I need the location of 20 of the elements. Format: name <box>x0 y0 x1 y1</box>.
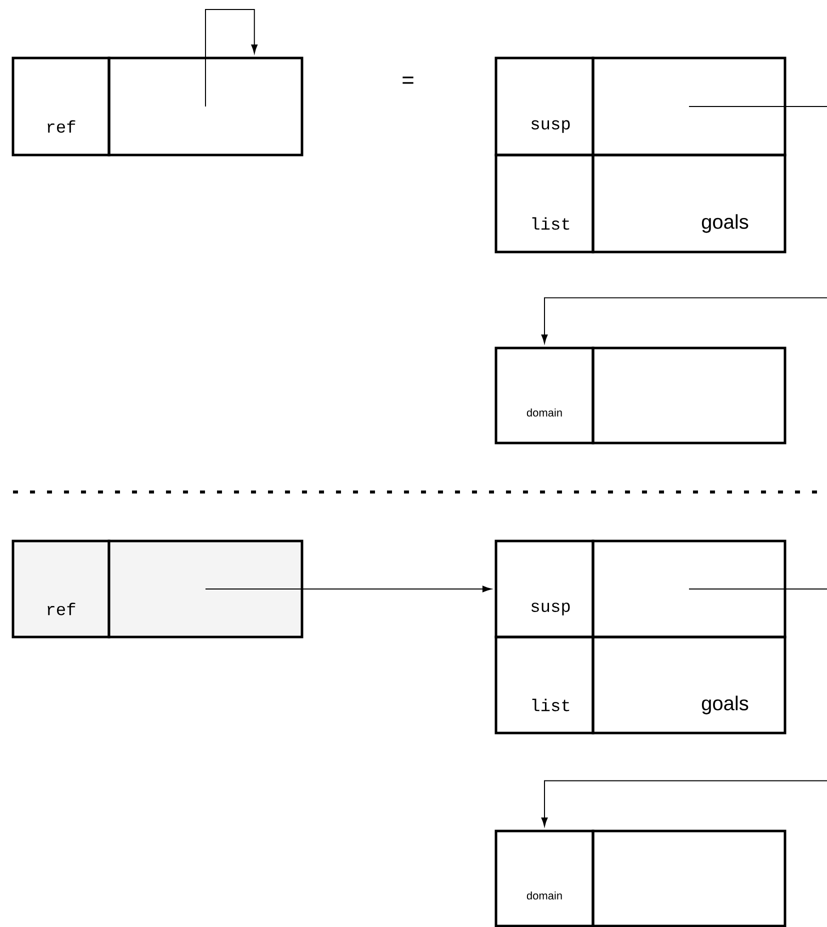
empty-cell <box>108 56 304 156</box>
arrow <box>205 586 492 592</box>
field-label: list <box>494 154 594 254</box>
arrow <box>541 780 827 827</box>
field-label: ref <box>12 540 110 638</box>
field-label: susp <box>494 56 594 156</box>
empty-cell <box>592 346 786 444</box>
field-label: domain <box>494 346 594 444</box>
field-label: domain <box>494 830 594 927</box>
empty-cell <box>592 540 786 638</box>
field-label: goals <box>592 636 786 734</box>
empty-cell <box>592 830 786 927</box>
arrow <box>541 297 827 344</box>
field-label: ref <box>12 56 110 156</box>
field-label: list <box>494 636 594 734</box>
field-label: goals <box>592 154 786 254</box>
field-label: susp <box>494 540 594 638</box>
equals-sign: = <box>402 76 414 84</box>
empty-cell <box>592 56 786 156</box>
arrow <box>205 9 258 107</box>
